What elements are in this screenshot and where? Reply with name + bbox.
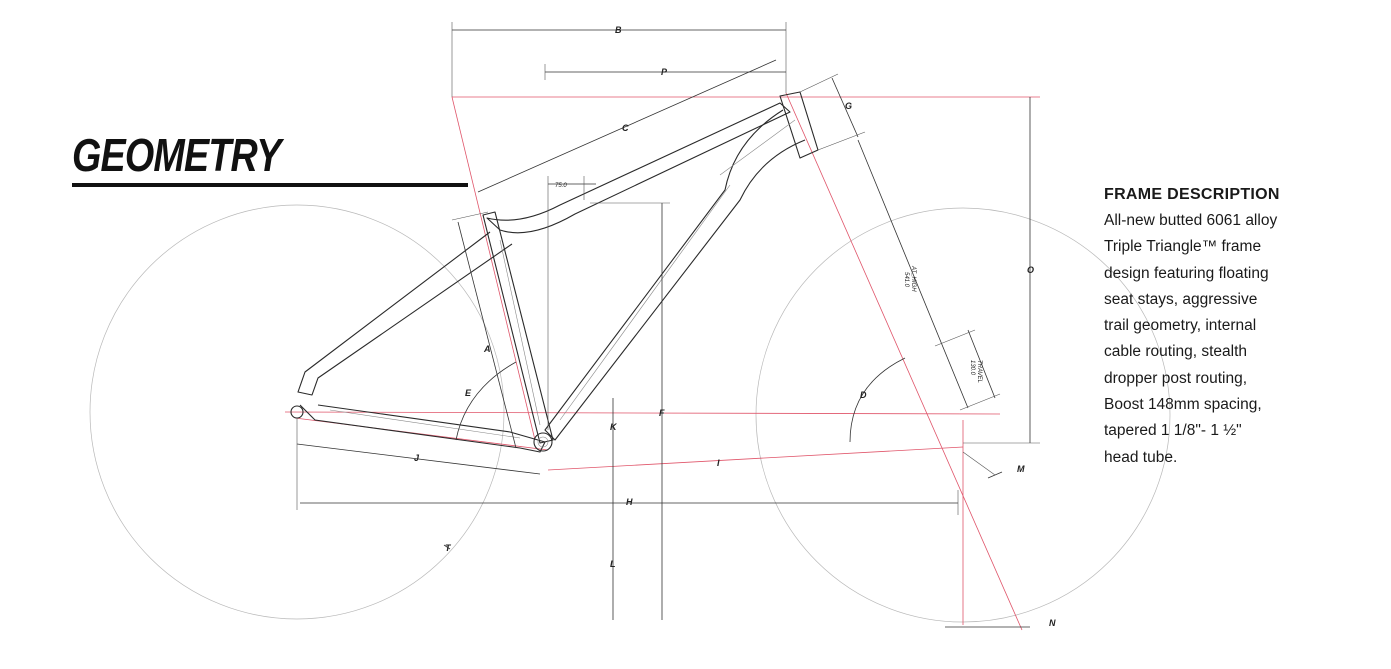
description-line: trail geometry, internal	[1104, 317, 1257, 335]
label-c: C	[622, 123, 629, 133]
dimension-lines	[296, 22, 1040, 628]
description-line: tapered 1 1/8"- 1 ½"	[1104, 422, 1242, 440]
description-line: seat stays, aggressive	[1104, 290, 1258, 308]
bike-frame	[290, 91, 819, 453]
travel-label: TRAVEL	[976, 360, 982, 383]
label-n: N	[1049, 618, 1056, 628]
label-b: B	[615, 25, 622, 35]
label-k: K	[610, 422, 618, 432]
label-m: M	[1017, 464, 1025, 474]
label-h: H	[626, 497, 633, 507]
seat-stay	[297, 231, 513, 396]
dimension-letters: B P C G O A E D F K J I M H T L N	[414, 25, 1056, 628]
description-line: All-new butted 6061 alloy	[1104, 212, 1278, 229]
rear-wheel	[89, 204, 505, 620]
seat-tube	[482, 211, 554, 444]
frame-description-body: All-new butted 6061 alloy Triple Triangl…	[1104, 208, 1374, 471]
label-d: D	[860, 390, 867, 400]
label-i: I	[717, 458, 720, 468]
reference-lines	[284, 92, 1040, 631]
down-tube	[544, 109, 806, 441]
description-line: dropper post routing,	[1104, 369, 1248, 387]
fork-length-value: 541.0	[903, 272, 909, 288]
label-g: G	[845, 101, 852, 111]
description-line: cable routing, stealth	[1104, 343, 1248, 361]
description-line: Triple Triangle™ frame	[1104, 238, 1262, 256]
description-line: Boost 148mm spacing,	[1104, 396, 1262, 414]
fork-length-label: AT_HIGH	[910, 265, 916, 292]
label-e: E	[465, 388, 472, 398]
description-line: design featuring floating	[1104, 264, 1269, 282]
label-j: J	[414, 453, 420, 463]
chain-stay	[299, 404, 546, 453]
label-t: T	[445, 543, 452, 553]
title-underline	[72, 183, 468, 187]
page-title: GEOMETRY	[72, 129, 281, 181]
label-f: F	[659, 408, 665, 418]
description-line: head tube.	[1104, 448, 1178, 466]
frame-description-heading: FRAME DESCRIPTION	[1104, 186, 1280, 203]
label-o: O	[1027, 265, 1034, 275]
travel-value: 130.0	[969, 360, 975, 376]
head-tube	[779, 91, 819, 159]
offset-value: 75.0	[555, 183, 567, 189]
label-a: A	[483, 344, 491, 354]
top-tube	[486, 102, 791, 234]
label-p: P	[661, 67, 668, 77]
label-l: L	[610, 559, 616, 569]
frame-description: FRAME DESCRIPTION All-new butted 6061 al…	[1104, 186, 1374, 471]
bottom-bracket	[533, 432, 553, 452]
